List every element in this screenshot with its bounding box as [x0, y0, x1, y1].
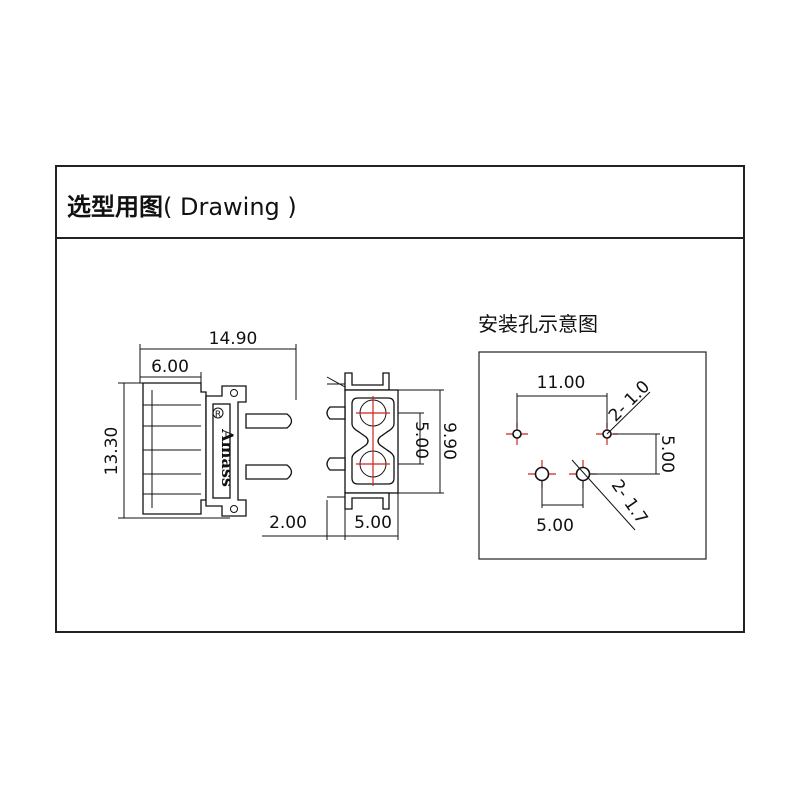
large-hole-left: [534, 466, 550, 482]
pin-upper: [245, 413, 293, 429]
front-pin-upper: [326, 406, 346, 420]
pin-lower: [245, 464, 293, 480]
dim-total-length: 14.90: [209, 329, 258, 349]
registered-mark: R: [215, 410, 221, 420]
dim-body-length: 6.00: [151, 357, 189, 377]
dim-pin-offset: 2.00: [269, 513, 307, 533]
dim-mount-pitch: 5.00: [536, 516, 574, 536]
mounting-title: 安装孔示意图: [478, 312, 598, 336]
mounting-box: [478, 351, 707, 560]
title-cn: 选型用图: [67, 193, 163, 221]
latch-line: [326, 376, 346, 388]
large-hole-right: [575, 466, 591, 482]
top-latch: [344, 372, 390, 391]
dim-pin-pitch-v: 5.00: [411, 421, 431, 459]
mounting-hole-diagram: 安装孔示意图 11.00 5.00 5.00 2- 1.0: [478, 312, 707, 560]
mounting-ear-hole-top: [230, 389, 238, 397]
title-en: ( Drawing ): [163, 193, 297, 221]
dim-mount-height: 5.00: [657, 435, 677, 473]
leader-large-hole: [571, 459, 636, 531]
side-view: 14.90 6.00 13.30 R Amass: [102, 329, 297, 519]
amass-logo: Amass: [218, 428, 237, 487]
leader-small-hole: [606, 391, 651, 435]
logo-plate: [212, 403, 231, 499]
dim-front-height: 9.90: [439, 422, 459, 460]
dim-pin-pitch-h: 5.00: [354, 513, 392, 533]
bottom-latch: [344, 492, 390, 510]
drawing-frame: 选型用图( Drawing ): [55, 165, 745, 633]
registered-mark-circle: [212, 407, 224, 419]
header: 选型用图( Drawing ): [57, 167, 743, 239]
dim-mount-width: 11.00: [537, 373, 586, 393]
page-title: 选型用图( Drawing ): [67, 187, 297, 222]
front-view: 5.00 9.90 2.00 5.00: [262, 372, 459, 540]
mounting-ear-hole-bottom: [230, 505, 238, 513]
front-pin-lower: [326, 457, 346, 471]
dim-height: 13.30: [102, 427, 122, 476]
small-hole-left: [512, 429, 522, 439]
